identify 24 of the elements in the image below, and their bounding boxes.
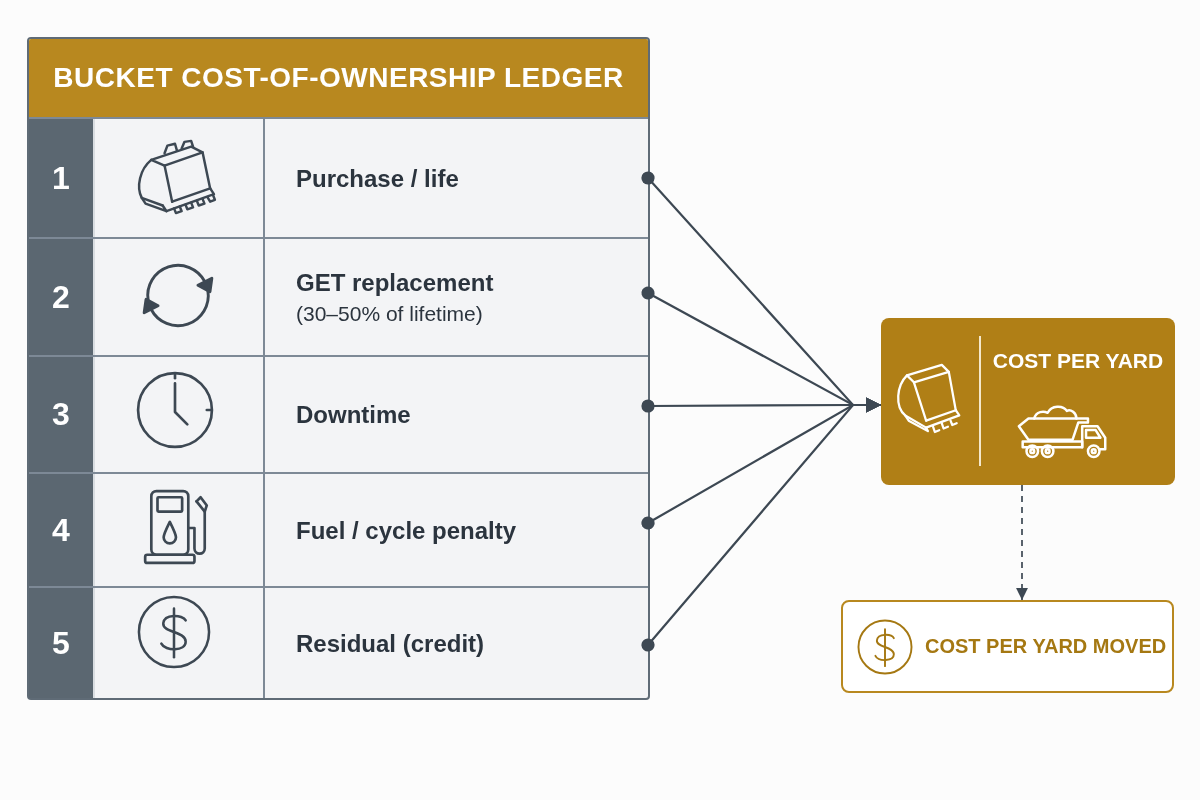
row-number: 5 [29, 588, 95, 698]
ledger-row [29, 586, 648, 698]
row-label: GET replacement [296, 267, 494, 297]
row-number: 1 [29, 119, 95, 237]
ledger-row [29, 117, 648, 237]
ledger-row [29, 355, 648, 472]
ledger-table [27, 37, 650, 700]
ledger-row [29, 237, 648, 355]
ledger-row [29, 472, 648, 586]
row-note: (30–50% of lifetime) [296, 300, 483, 327]
row-label: Residual (credit) [296, 628, 485, 658]
row-label: Purchase / life [296, 163, 459, 193]
row-number: 2 [29, 239, 95, 355]
card-title: COST PER YARD [991, 348, 1165, 374]
ledger-heading: BUCKET COST-OF-OWNERSHIP LEDGER [29, 39, 648, 117]
output-label: COST PER YARD MOVED [925, 634, 1167, 659]
row-label: Fuel / cycle penalty [296, 515, 517, 545]
output-box [841, 600, 1174, 693]
row-label: Downtime [296, 400, 411, 429]
cost-card [881, 318, 1175, 485]
row-number: 4 [29, 474, 95, 586]
arrow [641, 397, 881, 652]
dashed-arrow [1016, 484, 1028, 601]
row-number: 3 [29, 357, 95, 472]
